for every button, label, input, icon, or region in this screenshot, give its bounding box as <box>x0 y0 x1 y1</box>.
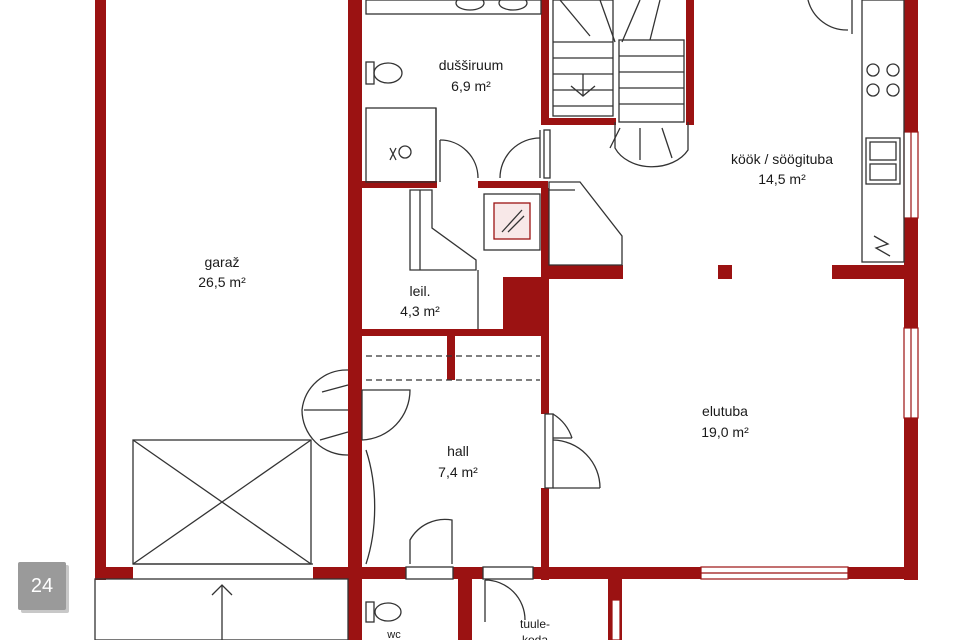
shower-enclosure <box>365 107 437 183</box>
pillar <box>718 265 732 279</box>
room-name-garaz: garaž <box>204 254 239 270</box>
wall-right-2 <box>904 218 918 328</box>
living-door-arc-1 <box>552 413 573 439</box>
room-area-garaz: 26,5 m² <box>198 274 246 290</box>
toilet-bowl <box>373 62 403 84</box>
wall-pillar-hall <box>447 336 455 380</box>
hall-door-arc-1 <box>361 389 411 441</box>
walls <box>95 0 918 640</box>
wall-shower-bottom-right <box>478 181 548 188</box>
page-number-badge: 24 <box>18 562 66 610</box>
hall-door-bottom-arc <box>409 518 453 564</box>
wall-garage-bottom-left <box>95 567 133 579</box>
room-name-kook: köök / söögituba <box>731 151 833 167</box>
wc-toilet-tank <box>365 601 375 623</box>
room-area-dushiruum: 6,9 m² <box>451 78 491 94</box>
room-area-elutuba: 19,0 m² <box>701 424 749 440</box>
room-area-kook: 14,5 m² <box>758 171 806 187</box>
kitchen-counter <box>861 0 905 263</box>
hob-2 <box>886 63 900 77</box>
wall-bottom-4 <box>848 567 918 579</box>
wall-sauna-right <box>541 188 549 336</box>
hob-1 <box>866 63 880 77</box>
wall-bottom-3 <box>533 567 701 579</box>
sauna-stove-frame <box>483 193 541 251</box>
room-area-leil: 4,3 m² <box>400 303 440 319</box>
hob-4 <box>886 83 900 97</box>
wc-toilet-bowl <box>374 602 402 622</box>
toilet-tank <box>365 61 375 85</box>
sink-1 <box>455 0 485 11</box>
wall-stair-left <box>541 0 549 125</box>
wall-shower-bottom-left <box>362 181 437 188</box>
room-name-wc: wc <box>386 629 401 640</box>
wall-kitchen-partition <box>832 265 912 279</box>
door-kitchen-top-arc <box>807 0 849 31</box>
staircase <box>552 0 689 168</box>
shower-drain <box>398 145 412 159</box>
fixtures <box>94 0 905 640</box>
wall-kitchen-divider <box>549 265 623 279</box>
room-name-tuulekoda-1: tuule- <box>520 617 550 631</box>
wall-sauna-bottom <box>362 329 548 336</box>
garage-door-area <box>94 578 349 640</box>
room-name-elutuba: elutuba <box>702 403 748 419</box>
windows <box>611 131 919 640</box>
wall-right-1 <box>904 0 918 132</box>
wall-hall-right-lower <box>541 488 549 580</box>
wall-garage-left <box>95 0 106 580</box>
door-shower-arc <box>439 139 479 179</box>
room-area-hall: 7,4 m² <box>438 464 478 480</box>
room-name-hall: hall <box>447 443 469 459</box>
kitchen-sink <box>865 137 901 185</box>
chimney <box>503 277 549 335</box>
hob-3 <box>866 83 880 97</box>
room-name-tuulekoda-2: koda <box>522 633 548 640</box>
room-name-dushiruum: dušširuum <box>439 57 504 73</box>
sink-2 <box>498 0 528 11</box>
wall-bottom-2 <box>453 567 483 579</box>
wall-right-3 <box>904 418 918 580</box>
living-door-arc-2 <box>552 439 601 489</box>
window-vestibule <box>611 599 621 640</box>
wall-garage-house <box>348 0 362 640</box>
wall-stair-bottom <box>541 118 616 125</box>
door-kitchen-arc <box>499 137 541 179</box>
hall-door-arc-2 <box>365 449 376 565</box>
kitchen-wedge <box>548 181 623 266</box>
sauna-bench <box>409 189 477 271</box>
wall-stair-right <box>686 0 694 125</box>
room-labels: dušširuum 6,9 m² köök / söögituba 14,5 m… <box>198 57 833 640</box>
wall-bottom-1 <box>362 567 406 579</box>
room-name-leil: leil. <box>409 283 430 299</box>
garage-door-arc <box>301 369 349 456</box>
wall-vestibule-left <box>458 579 472 640</box>
counter-top <box>365 0 542 15</box>
wall-hall-right-upper <box>541 336 549 414</box>
